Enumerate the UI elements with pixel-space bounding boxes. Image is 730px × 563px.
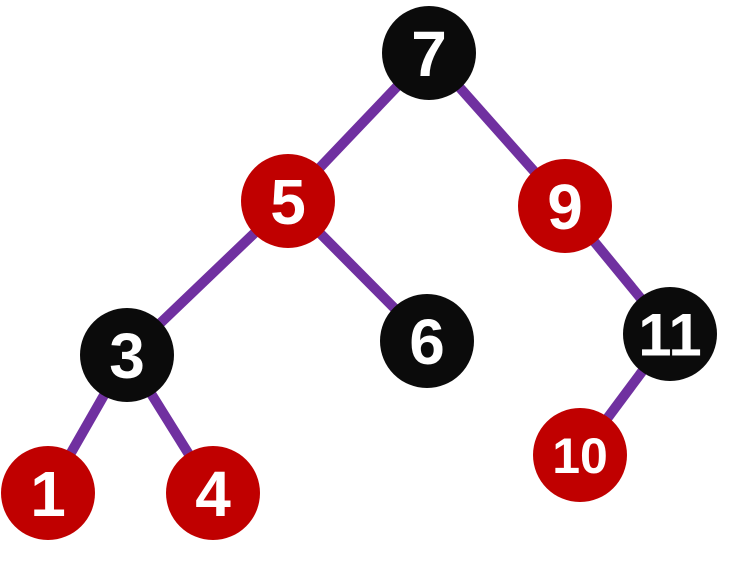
tree-node-circle-red [166, 446, 260, 540]
tree-node-5: 5 [241, 154, 335, 248]
tree-node-9: 9 [518, 159, 612, 253]
tree-node-label: 10 [552, 428, 608, 484]
tree-node-label: 3 [109, 320, 145, 392]
tree-node-circle-black [623, 287, 717, 381]
tree-node-label: 6 [409, 306, 445, 378]
tree-node-circle-red [533, 408, 627, 502]
tree-node-circle-red [518, 159, 612, 253]
tree-node-10: 10 [533, 408, 627, 502]
tree-node-4: 4 [166, 446, 260, 540]
tree-node-3: 3 [80, 308, 174, 402]
tree-node-label: 9 [547, 171, 583, 243]
tree-node-circle-red [241, 154, 335, 248]
tree-node-circle-black [80, 308, 174, 402]
tree-node-circle-black [380, 294, 474, 388]
tree-node-1: 1 [1, 446, 95, 540]
tree-node-label: 5 [270, 166, 306, 238]
tree-node-7: 7 [382, 6, 476, 100]
tree-node-6: 6 [380, 294, 474, 388]
tree-node-11: 11 [623, 287, 717, 381]
tree-node-circle-red [1, 446, 95, 540]
tree-node-circle-black [382, 6, 476, 100]
tree-node-label: 7 [411, 18, 447, 90]
tree-node-label: 1 [30, 458, 66, 530]
tree-node-label: 11 [638, 302, 701, 369]
tree-node-label: 4 [195, 458, 231, 530]
